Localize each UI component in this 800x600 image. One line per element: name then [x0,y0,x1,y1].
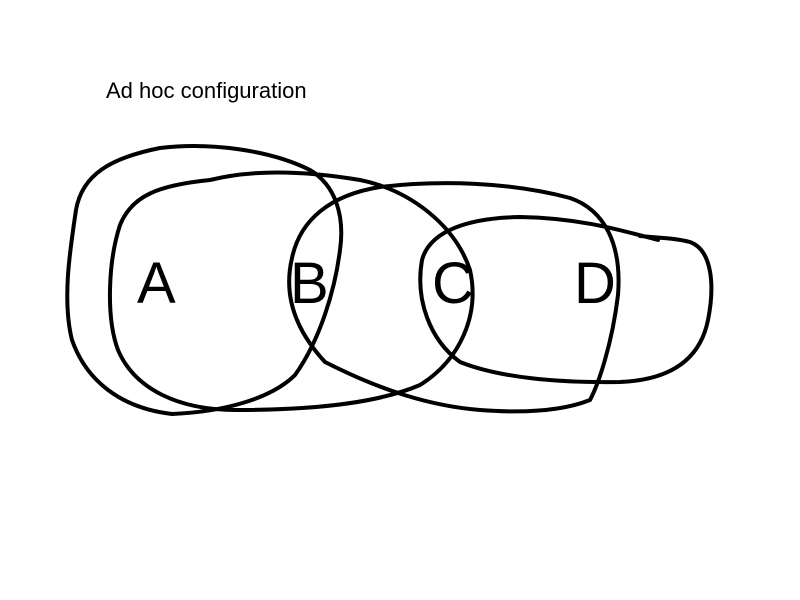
set-label-a: A [137,251,176,316]
set-label-c: C [432,251,474,316]
loop-a [65,144,344,416]
set-label-d: D [574,251,616,316]
loop-d [418,215,714,385]
loop-b [108,170,475,412]
set-label-b: B [290,251,329,316]
loop-c [287,181,621,414]
diagram-title: Ad hoc configuration [106,78,307,103]
